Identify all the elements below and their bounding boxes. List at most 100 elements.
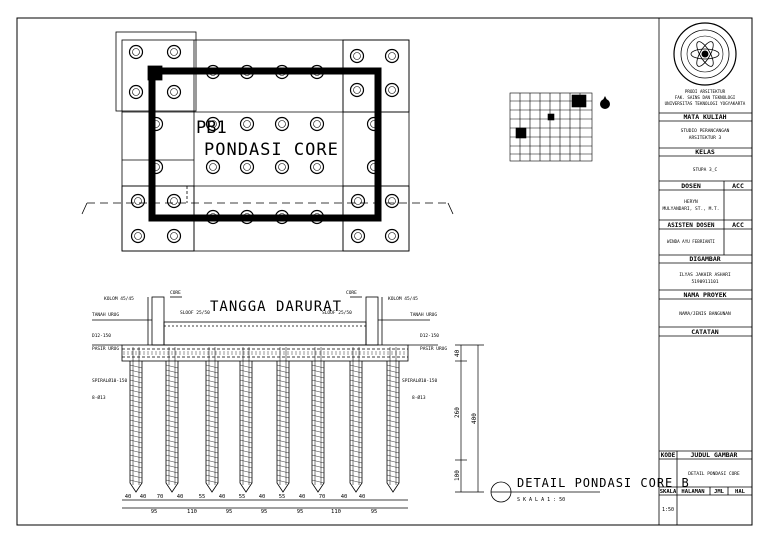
spiral-mark (386, 374, 400, 379)
spiral-mark (349, 424, 363, 429)
pile-circle (205, 116, 221, 132)
tb-inst3: UNIVERSITAS TEKNOLOGI YOGYAKARTA (665, 101, 746, 106)
spiral-mark (386, 399, 400, 404)
spiral-mark (276, 444, 290, 449)
spiral-mark (205, 474, 219, 479)
tb-acc-h: ACC (732, 182, 744, 190)
pile-core (278, 68, 286, 76)
spiral-mark (205, 429, 219, 434)
pile-core (170, 88, 178, 96)
pile-section (239, 361, 253, 493)
ann-kolom-right: KOLOM 45/45 (388, 296, 418, 302)
spiral-mark (205, 409, 219, 414)
spiral-mark (205, 479, 219, 484)
tb-mata-kuliah-2: ARSITEKTUR 3 (689, 135, 722, 141)
spiral-mark (349, 469, 363, 474)
pile-section (311, 361, 325, 493)
spiral-mark (276, 374, 290, 379)
pile-core (209, 213, 217, 221)
spiral-mark (239, 474, 253, 479)
pile-core (243, 163, 251, 171)
spiral-mark (386, 454, 400, 459)
spiral-mark (239, 419, 253, 424)
pile-circle (166, 84, 182, 100)
tb-digambar-1: ILYAS JAKHIR ASHARI (679, 272, 731, 278)
bottom-dim-label: 95 (151, 509, 158, 515)
spiral-mark (165, 389, 179, 394)
spiral-mark (386, 434, 400, 439)
pile-core (134, 232, 142, 240)
spiral-mark (349, 429, 363, 434)
bottom-dim-label: 40 (219, 494, 226, 500)
tb-jml-h: JML (714, 489, 725, 495)
spiral-mark (129, 369, 143, 374)
pile-section (276, 361, 290, 493)
plan-label-title: PONDASI CORE (204, 140, 339, 160)
pile-circle (366, 159, 382, 175)
spiral-mark (276, 409, 290, 414)
spiral-mark (386, 444, 400, 449)
spiral-mark (311, 459, 325, 464)
ann-spiral-left: SPIRALØ10-150 (92, 377, 128, 384)
pile-core (370, 163, 378, 171)
pile-core (170, 197, 178, 205)
spiral-mark (311, 469, 325, 474)
ann-tanah-left: TANAH URUG (92, 312, 119, 318)
spiral-mark (165, 459, 179, 464)
spiral-mark (311, 384, 325, 389)
spiral-mark (386, 439, 400, 444)
spiral-mark (165, 364, 179, 369)
spiral-mark (386, 449, 400, 454)
tb-inst2: FAK. SAINS DAN TEKNOLOGI (675, 95, 736, 100)
tb-acc-h2: ACC (732, 221, 744, 229)
pile-circle (349, 48, 365, 64)
spiral-mark (129, 414, 143, 419)
tb-dosen-1: HERYN (684, 199, 698, 205)
tb-halaman-h: HALAMAN (681, 489, 704, 495)
pile-section (386, 361, 400, 493)
spiral-mark (165, 449, 179, 454)
spiral-mark (165, 474, 179, 479)
spiral-mark (349, 404, 363, 409)
spiral-mark (165, 444, 179, 449)
spiral-mark (386, 394, 400, 399)
pile-circle (166, 44, 182, 60)
spiral-mark (239, 454, 253, 459)
spiral-mark (129, 394, 143, 399)
spiral-mark (165, 404, 179, 409)
spiral-mark (276, 449, 290, 454)
spiral-mark (386, 409, 400, 414)
bottom-dim-label: 95 (297, 509, 304, 515)
spiral-mark (386, 414, 400, 419)
tb-judul-h: JUDUL GAMBAR (691, 451, 738, 459)
spiral-mark (165, 369, 179, 374)
spiral-mark (386, 469, 400, 474)
spiral-mark (165, 409, 179, 414)
tb-kelas-v: STUPA 3_C (693, 167, 718, 173)
tb-dosen-h: DOSEN (681, 182, 701, 190)
spiral-mark (349, 464, 363, 469)
ann-core-left: CORE (170, 290, 181, 296)
bottom-dim-label: 55 (199, 494, 206, 500)
spiral-mark (165, 479, 179, 484)
spiral-mark (239, 399, 253, 404)
spiral-mark (165, 424, 179, 429)
tb-digambar-h: DIGAMBAR (689, 255, 720, 263)
tb-kelas-h: KELAS (695, 148, 715, 156)
bottom-dim-label: 40 (359, 494, 366, 500)
spiral-mark (205, 419, 219, 424)
pile-circle (350, 228, 366, 244)
bottom-dim-label: 40 (140, 494, 147, 500)
spiral-mark (205, 399, 219, 404)
tb-kode-h: KODE (661, 452, 676, 459)
pile-core (388, 86, 396, 94)
pile-core (152, 120, 160, 128)
pile-core (132, 48, 140, 56)
pile-core (313, 213, 321, 221)
spiral-mark (165, 414, 179, 419)
spiral-mark (349, 439, 363, 444)
spiral-mark (311, 429, 325, 434)
spiral-mark (239, 479, 253, 484)
ann-tanah-right: TANAH URUG (410, 312, 437, 318)
spiral-mark (239, 424, 253, 429)
